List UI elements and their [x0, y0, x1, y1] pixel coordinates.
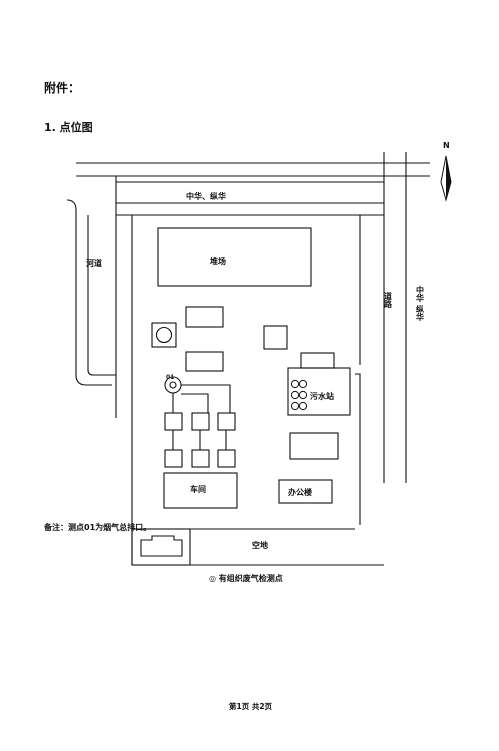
site-boundary-inner: [131, 215, 384, 566]
sewage-tank-circle: [290, 379, 300, 389]
north-compass-icon: N: [440, 141, 452, 202]
sewage-tank-circle: [298, 401, 308, 411]
remark-note: 备注：测点01为烟气总排口。: [44, 523, 152, 532]
attachment-heading: 附件：: [44, 81, 81, 95]
bottom-left-enclosure: [131, 528, 191, 566]
equip-bottom-3: [217, 449, 236, 468]
page-footer: 第1页 共2页: [229, 702, 273, 711]
river-line-outer: [66, 199, 112, 386]
emission-point-01-center: [169, 381, 177, 389]
section-title: 1. 点位图: [44, 121, 93, 134]
small-building-1: [185, 306, 224, 328]
office-building: [278, 479, 333, 504]
equip-top-1: [164, 412, 183, 431]
sewage-annex: [300, 352, 335, 369]
road-top-label: 中华、纵华: [186, 191, 226, 201]
sewage-tank-circle: [290, 401, 300, 411]
inner-road-label: 道路: [383, 291, 393, 309]
equip-top-3: [217, 412, 236, 431]
river-label: 河道: [86, 258, 102, 268]
sewage-station-building: [287, 367, 351, 416]
equip-top-2: [191, 412, 210, 431]
sewage-tank-circle: [290, 390, 300, 400]
sewage-station-label: 污水站: [310, 391, 334, 401]
workshop-building: [163, 472, 238, 509]
workshop-label: 车间: [190, 484, 206, 494]
bottom-left-structure: [140, 535, 183, 557]
duct-branch-middle: [181, 393, 209, 413]
right-road-label: 中华 纵华: [416, 285, 425, 322]
tank-icon: [155, 326, 173, 344]
tank-housing: [151, 322, 177, 348]
north-label: N: [443, 141, 450, 150]
duct-main: [181, 384, 231, 413]
tank-building: [289, 432, 339, 460]
equip-bottom-2: [191, 449, 210, 468]
sewage-tank-circle: [298, 379, 308, 389]
small-building-3: [263, 325, 288, 350]
emission-point-label: 01: [166, 374, 174, 381]
sewage-tank-circle: [298, 390, 308, 400]
river-line-inner: [87, 215, 116, 376]
office-label: 办公楼: [288, 487, 312, 497]
yard-building: [157, 227, 312, 287]
map-legend: ◎ 有组织废气检测点: [209, 573, 283, 583]
yard-label: 堆场: [210, 256, 226, 266]
equip-bottom-1: [164, 449, 183, 468]
small-building-2: [185, 351, 224, 372]
sewage-boundary: [355, 373, 361, 525]
open-space-label: 空地: [252, 540, 268, 550]
